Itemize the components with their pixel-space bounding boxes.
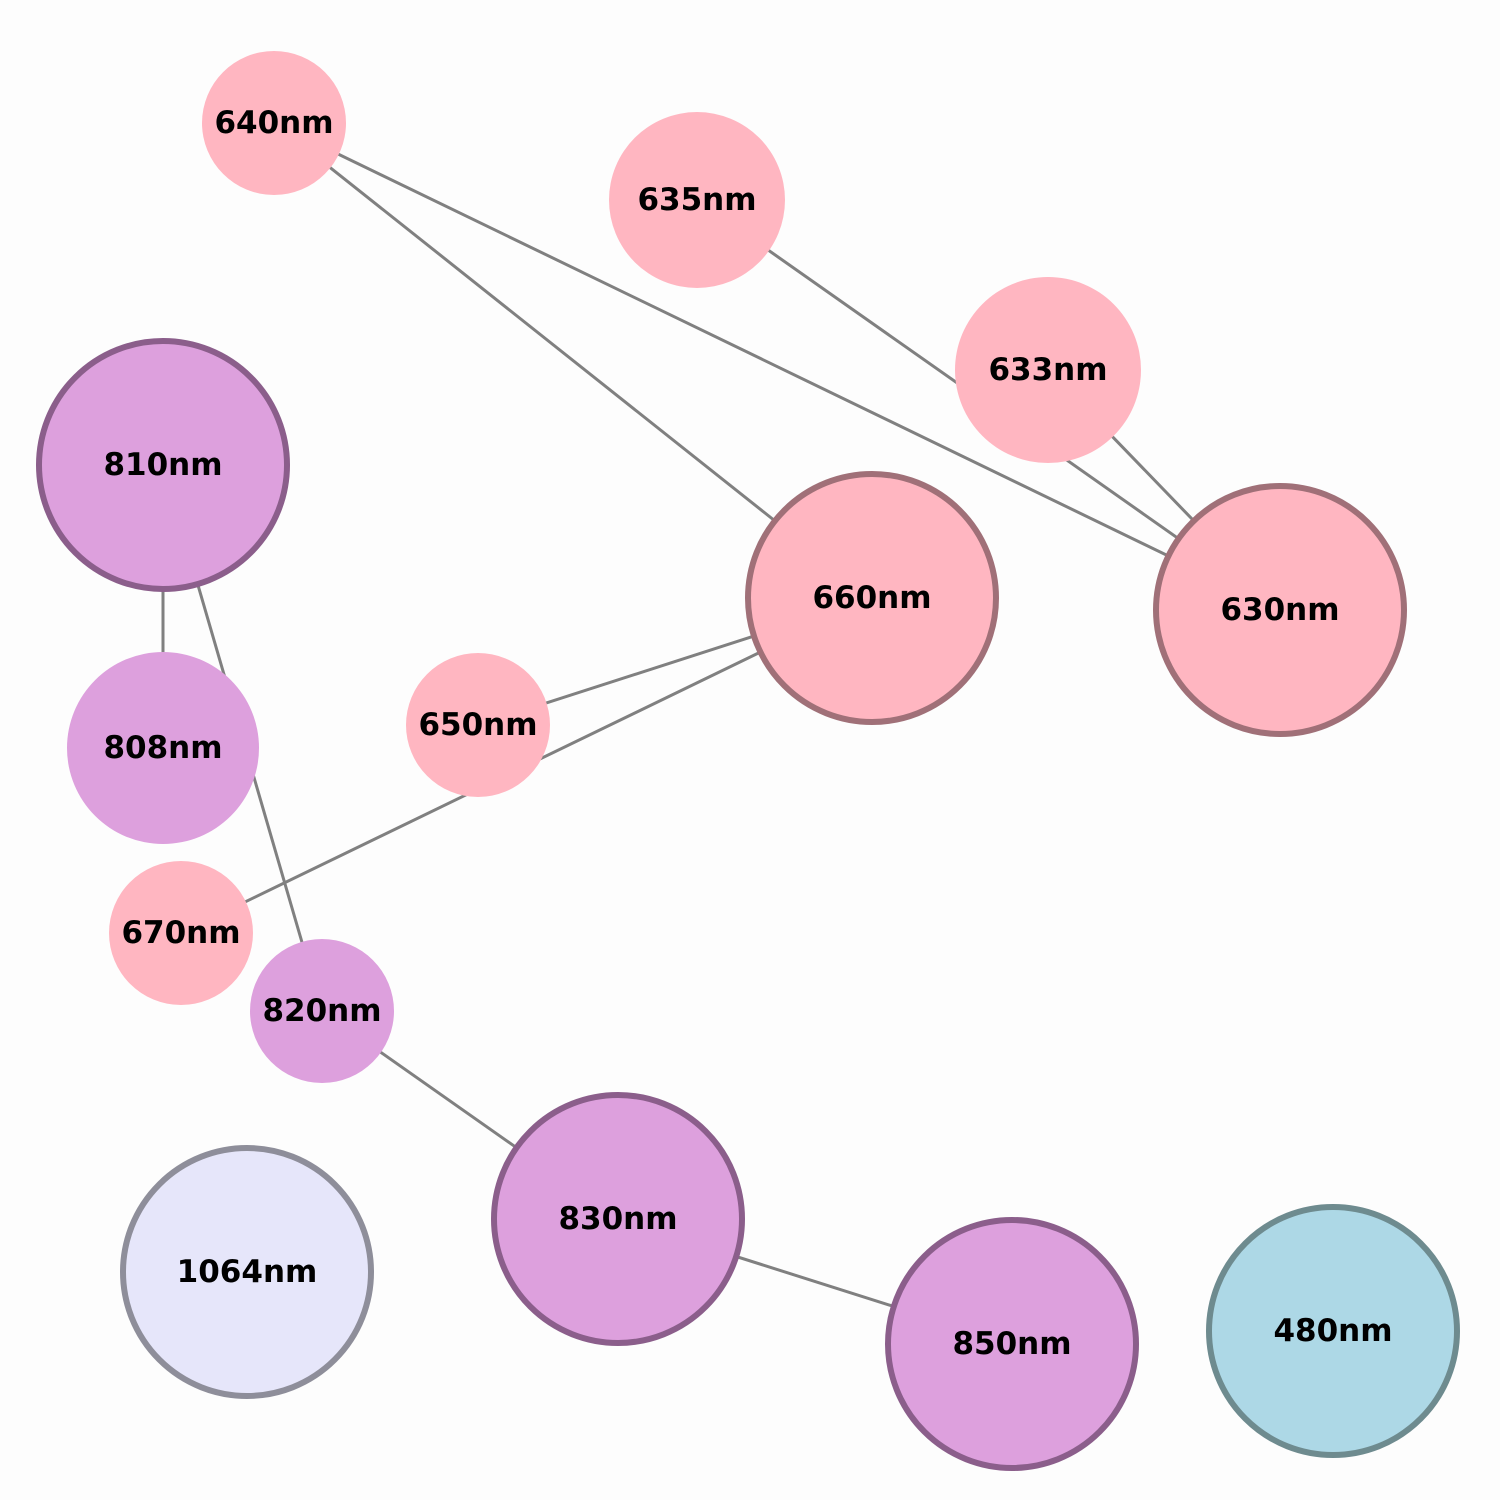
- node-circle: [109, 861, 253, 1005]
- node-label: 820nm: [262, 993, 381, 1029]
- node-808nm: 808nm: [67, 652, 259, 844]
- node-480nm: 480nm: [1206, 1204, 1460, 1458]
- node-650nm: 650nm: [406, 653, 550, 797]
- node-633nm: 633nm: [955, 277, 1141, 463]
- node-circle: [36, 338, 290, 592]
- node-label: 810nm: [103, 447, 222, 483]
- node-label: 660nm: [812, 580, 931, 616]
- edge-640nm-660nm: [273, 121, 873, 600]
- node-830nm: 830nm: [491, 1092, 745, 1346]
- node-label: 635nm: [637, 182, 756, 218]
- node-circle: [1206, 1204, 1460, 1458]
- node-circle: [609, 112, 785, 288]
- node-circle: [491, 1092, 745, 1346]
- node-label: 640nm: [214, 105, 333, 141]
- node-630nm: 630nm: [1153, 483, 1407, 737]
- node-label: 850nm: [952, 1326, 1071, 1362]
- node-label: 480nm: [1273, 1313, 1392, 1349]
- node-circle: [955, 277, 1141, 463]
- node-810nm: 810nm: [36, 338, 290, 592]
- node-635nm: 635nm: [609, 112, 785, 288]
- node-label: 670nm: [121, 915, 240, 951]
- node-circle: [745, 471, 999, 725]
- node-label: 1064nm: [177, 1254, 318, 1290]
- node-640nm: 640nm: [202, 51, 346, 195]
- node-circle: [120, 1145, 374, 1399]
- node-circle: [250, 939, 394, 1083]
- node-1064nm: 1064nm: [120, 1145, 374, 1399]
- node-820nm: 820nm: [250, 939, 394, 1083]
- node-label: 830nm: [558, 1201, 677, 1237]
- edge-640nm-630nm: [273, 121, 1281, 612]
- node-label: 630nm: [1220, 592, 1339, 628]
- node-label: 633nm: [988, 352, 1107, 388]
- node-circle: [406, 653, 550, 797]
- node-circle: [885, 1217, 1139, 1471]
- node-circle: [202, 51, 346, 195]
- node-670nm: 670nm: [109, 861, 253, 1005]
- nodes-layer: 640nm 635nm 633nm 810nm 660nm 630nm 808nm 650nm…: [36, 51, 1460, 1471]
- node-label: 808nm: [103, 730, 222, 766]
- node-circle: [67, 652, 259, 844]
- node-660nm: 660nm: [745, 471, 999, 725]
- node-label: 650nm: [418, 707, 537, 743]
- node-circle: [1153, 483, 1407, 737]
- node-850nm: 850nm: [885, 1217, 1139, 1471]
